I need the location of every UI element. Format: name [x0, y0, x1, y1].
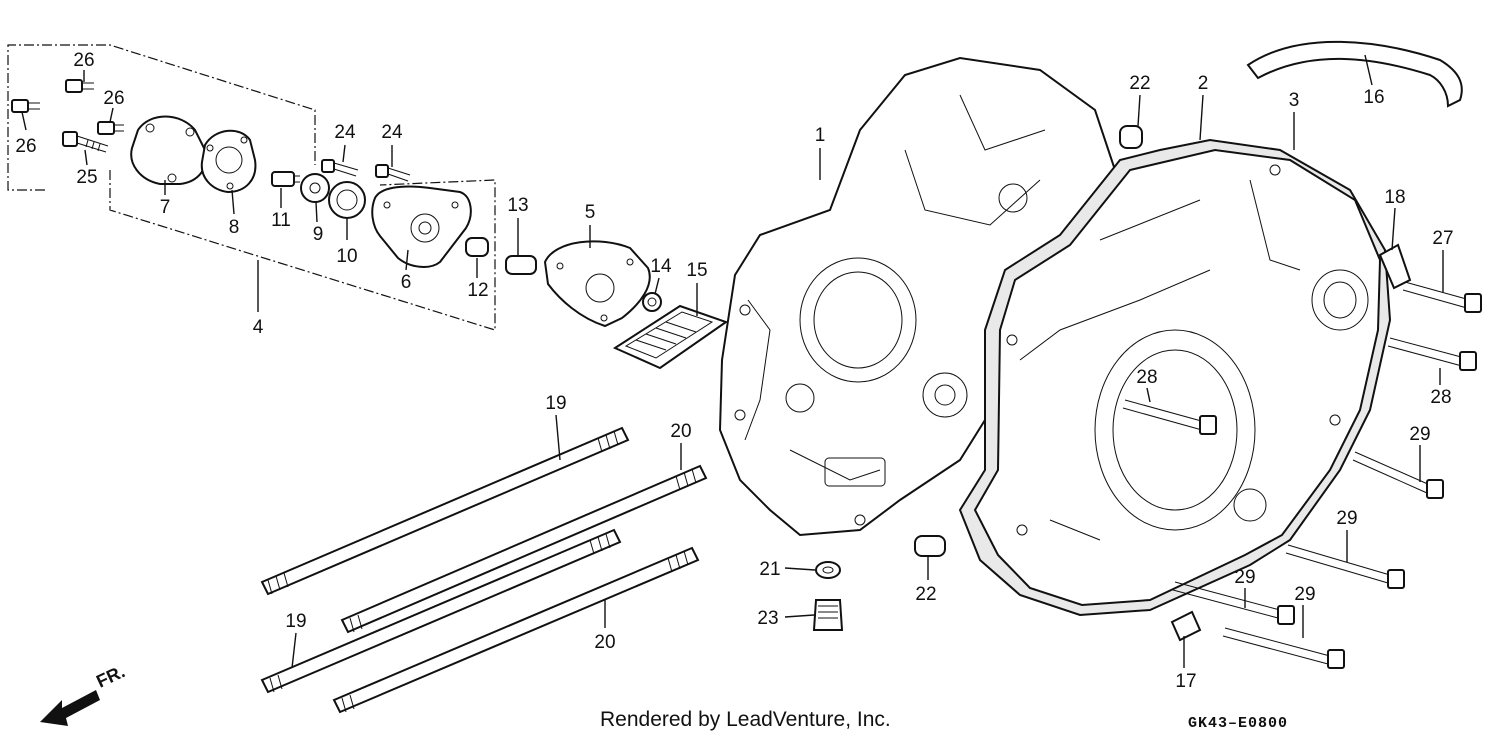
pump-body-6 — [371, 185, 472, 268]
collar-13 — [505, 255, 537, 275]
rotor-9 — [300, 173, 330, 203]
stud-19-lower — [260, 528, 622, 694]
front-direction-indicator: FR. — [40, 661, 128, 726]
callout-28-right: 28 — [1430, 387, 1451, 408]
rotor-10 — [328, 181, 366, 219]
front-direction-label: FR. — [93, 661, 128, 691]
callout-4: 4 — [253, 317, 264, 338]
bolt-29-d — [1222, 627, 1345, 669]
credit-text: Rendered by LeadVenture, Inc. — [600, 708, 891, 731]
callout-5: 5 — [585, 202, 596, 223]
drain-bolt-23 — [812, 599, 844, 631]
front-arrow-icon — [40, 690, 100, 726]
bolt-29-b — [1285, 544, 1405, 589]
gasket-8 — [200, 129, 257, 194]
stud-20-upper — [340, 464, 708, 634]
callout-13: 13 — [507, 195, 528, 216]
callout-24-b: 24 — [381, 122, 403, 143]
callout-22-b: 22 — [915, 584, 936, 605]
group-boundary-left — [7, 44, 496, 331]
bolt-24-a — [321, 159, 359, 177]
callout-23: 23 — [757, 608, 778, 629]
bolt-24-b — [375, 164, 411, 182]
callout-8: 8 — [229, 217, 240, 238]
bolt-26-b — [65, 79, 94, 93]
callout-19-upper: 19 — [545, 393, 566, 414]
callout-28-center: 28 — [1136, 367, 1157, 388]
callout-29-c: 29 — [1234, 567, 1255, 588]
dowel-22-upper — [1119, 125, 1143, 149]
callout-25: 25 — [76, 167, 97, 188]
dowel-22-lower — [914, 535, 946, 557]
gasket-5 — [543, 240, 651, 328]
callout-26-b: 26 — [103, 88, 124, 109]
bolt-26-a — [11, 99, 40, 113]
callout-20-lower: 20 — [594, 632, 615, 653]
callout-16: 16 — [1363, 87, 1384, 108]
callout-11: 11 — [271, 210, 291, 231]
callout-19-lower: 19 — [285, 611, 306, 632]
breather-tube-16 — [1246, 40, 1463, 108]
bolt-29-c — [1172, 581, 1295, 625]
callout-17: 17 — [1175, 671, 1196, 692]
callout-26-c: 26 — [15, 136, 36, 157]
callout-21: 21 — [759, 559, 780, 580]
callout-10: 10 — [336, 246, 357, 267]
callout-numbers: 26 26 26 25 7 8 11 9 10 6 12 13 5 14 15 … — [15, 50, 1453, 692]
callout-18: 18 — [1384, 187, 1405, 208]
callout-29-d: 29 — [1294, 584, 1315, 605]
callout-15: 15 — [686, 260, 707, 281]
callout-29-a: 29 — [1409, 424, 1430, 445]
pin-11 — [271, 171, 300, 187]
bolt-26-c — [97, 121, 124, 135]
clamp-17 — [1170, 610, 1202, 642]
diagram-code: GK43–E0800 — [1188, 715, 1289, 732]
bolt-28-right — [1387, 337, 1477, 371]
callout-26-a: 26 — [73, 50, 94, 71]
bolt-27 — [1402, 281, 1482, 313]
washer-14 — [642, 292, 662, 312]
bolt-25 — [62, 131, 109, 153]
washer-21 — [815, 561, 841, 579]
screen-15 — [612, 304, 729, 370]
callout-6: 6 — [401, 272, 412, 293]
pump-cover-7 — [130, 115, 208, 185]
callout-20-upper: 20 — [670, 421, 691, 442]
callout-27: 27 — [1432, 228, 1453, 249]
bolt-29-a — [1352, 451, 1444, 499]
bolt-28-center — [1122, 399, 1217, 435]
leader-lines — [21, 54, 1444, 669]
callout-14: 14 — [650, 256, 672, 277]
callout-29-b: 29 — [1336, 508, 1357, 529]
callout-24-a: 24 — [334, 122, 356, 143]
stud-19-upper — [260, 426, 630, 596]
callout-1: 1 — [815, 125, 826, 146]
stud-20-lower — [332, 546, 700, 714]
callout-22-a: 22 — [1129, 73, 1150, 94]
dowel-12 — [465, 237, 489, 257]
callout-7: 7 — [160, 197, 171, 218]
crankcase-right-3 — [958, 138, 1392, 617]
callout-2: 2 — [1198, 73, 1209, 94]
callout-12: 12 — [467, 280, 488, 301]
callout-3: 3 — [1289, 90, 1300, 111]
callout-9: 9 — [313, 224, 324, 245]
